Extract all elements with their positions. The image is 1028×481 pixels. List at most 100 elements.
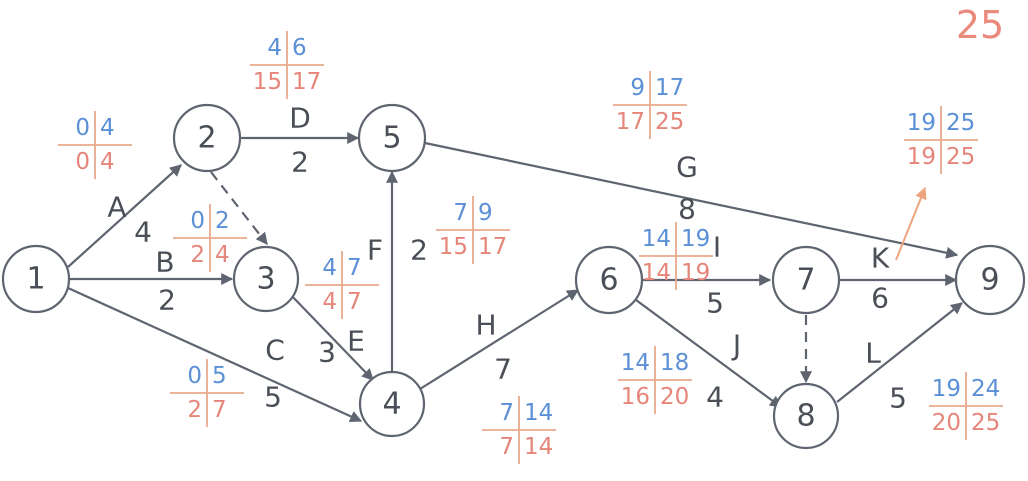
svg-text:1: 1 <box>26 262 45 297</box>
annotation-arrow <box>895 186 927 261</box>
c-earliest-finish: 5 <box>212 363 227 389</box>
j-latest-finish: 20 <box>660 384 689 410</box>
timing-box-l: 19 24 20 25 <box>929 372 1003 440</box>
e-earliest-finish: 7 <box>347 255 362 281</box>
l-latest-start: 20 <box>932 410 961 436</box>
k-earliest-finish: 25 <box>946 110 975 136</box>
activity-i-duration: 5 <box>706 287 724 320</box>
timing-box-j: 14 18 16 20 <box>618 346 692 414</box>
activity-a-duration: 4 <box>134 216 152 249</box>
a-earliest-start: 0 <box>75 115 90 141</box>
activity-k-letter: K <box>871 242 890 275</box>
g-latest-finish: 25 <box>655 109 684 135</box>
svg-text:6: 6 <box>599 263 618 298</box>
activity-k-duration: 6 <box>871 282 889 315</box>
b-latest-start: 2 <box>190 242 205 268</box>
b-earliest-start: 0 <box>190 208 205 234</box>
j-earliest-start: 14 <box>621 350 650 376</box>
k-latest-finish: 25 <box>946 144 975 170</box>
a-latest-finish: 4 <box>100 149 115 175</box>
h-earliest-start: 7 <box>499 400 514 426</box>
node-8: 8 <box>772 382 840 450</box>
e-earliest-start: 4 <box>322 255 337 281</box>
h-latest-start: 7 <box>499 434 514 460</box>
f-latest-start: 15 <box>439 234 468 260</box>
activity-h-duration: 7 <box>494 353 512 386</box>
edge-1-4 <box>67 286 363 423</box>
activity-b-letter: B <box>155 246 174 279</box>
h-earliest-finish: 14 <box>524 400 553 426</box>
g-latest-start: 17 <box>616 109 645 135</box>
c-earliest-start: 0 <box>187 363 202 389</box>
f-latest-finish: 17 <box>478 234 507 260</box>
activity-i-letter: I <box>713 231 721 264</box>
activity-g-duration: 8 <box>678 193 696 226</box>
i-earliest-finish: 19 <box>681 226 710 252</box>
l-latest-finish: 25 <box>971 410 1000 436</box>
node-1: 1 <box>1 244 71 314</box>
node-9: 9 <box>954 244 1026 316</box>
d-earliest-start: 4 <box>267 35 282 61</box>
g-earliest-finish: 17 <box>655 75 684 101</box>
svg-text:3: 3 <box>256 262 275 297</box>
c-latest-start: 2 <box>187 397 202 423</box>
activity-f-letter: F <box>367 234 383 267</box>
f-earliest-start: 7 <box>453 200 468 226</box>
b-earliest-finish: 2 <box>215 208 230 234</box>
timing-box-h: 7 14 7 14 <box>482 396 556 464</box>
timing-box-i: 14 19 14 19 <box>639 222 713 290</box>
e-latest-start: 4 <box>322 289 337 315</box>
i-latest-start: 14 <box>642 260 671 286</box>
d-earliest-finish: 6 <box>292 35 307 61</box>
i-earliest-start: 14 <box>642 226 671 252</box>
node-4: 4 <box>358 370 426 438</box>
edge-8-9 <box>836 302 963 403</box>
node-6: 6 <box>574 245 644 315</box>
activity-f-duration: 2 <box>410 234 428 267</box>
a-earliest-finish: 4 <box>100 115 115 141</box>
d-latest-start: 15 <box>253 69 282 95</box>
timing-box-g: 9 17 17 25 <box>613 71 687 139</box>
activity-e-letter: E <box>347 325 365 358</box>
edge-6-8 <box>631 296 782 408</box>
activity-e-duration: 3 <box>318 336 336 369</box>
page-number: 25 <box>956 3 1004 47</box>
dummy-edge-2-3 <box>210 171 268 245</box>
activity-d-letter: D <box>289 102 311 135</box>
k-earliest-start: 19 <box>907 110 936 136</box>
activity-l-letter: L <box>865 337 881 370</box>
svg-text:5: 5 <box>382 121 401 156</box>
j-latest-start: 16 <box>621 384 650 410</box>
l-earliest-start: 19 <box>932 376 961 402</box>
j-earliest-finish: 18 <box>660 350 689 376</box>
svg-text:7: 7 <box>796 263 815 298</box>
svg-text:8: 8 <box>796 399 815 434</box>
activity-d-duration: 2 <box>291 146 309 179</box>
activity-j-duration: 4 <box>706 381 724 414</box>
c-latest-finish: 7 <box>212 397 227 423</box>
activity-a-letter: A <box>107 191 126 224</box>
activity-j-letter: J <box>731 329 741 362</box>
f-earliest-finish: 9 <box>478 200 493 226</box>
node-2: 2 <box>172 103 242 173</box>
activity-l-duration: 5 <box>889 382 907 415</box>
h-latest-finish: 14 <box>524 434 553 460</box>
svg-text:9: 9 <box>980 263 999 298</box>
l-earliest-finish: 24 <box>971 376 1000 402</box>
activity-h-letter: H <box>475 309 496 342</box>
a-latest-start: 0 <box>75 149 90 175</box>
node-7: 7 <box>771 245 841 315</box>
e-latest-finish: 7 <box>347 289 362 315</box>
g-earliest-start: 9 <box>630 75 645 101</box>
svg-text:2: 2 <box>197 121 216 156</box>
svg-text:4: 4 <box>382 387 401 422</box>
i-latest-finish: 19 <box>681 260 710 286</box>
activity-b-duration: 2 <box>158 284 176 317</box>
